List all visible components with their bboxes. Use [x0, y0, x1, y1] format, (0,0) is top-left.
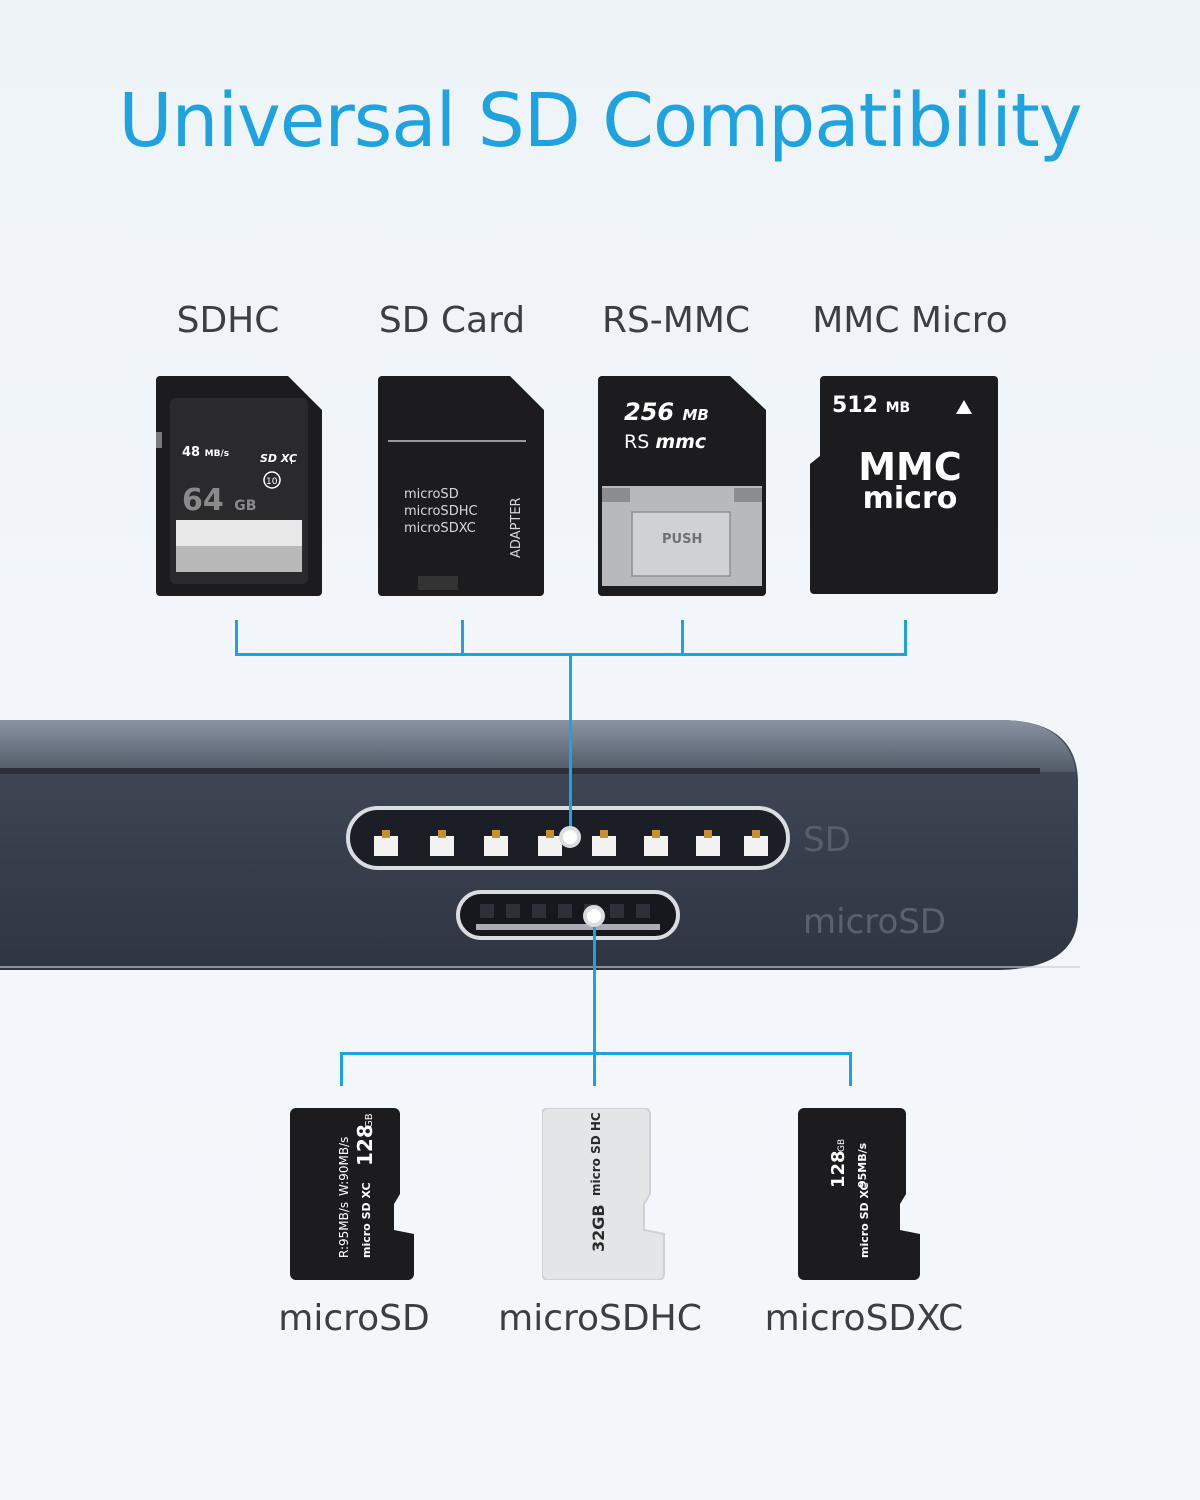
- page-title: Universal SD Compatibility: [118, 78, 1082, 164]
- connector-sd-card: [461, 620, 464, 656]
- mmc-micro-capacity: 512: [832, 393, 878, 418]
- connector-microsd-slot: [593, 916, 596, 1086]
- label-sd-card: SD Card: [378, 300, 526, 341]
- microsdxc-logo: micro SD XC: [858, 1182, 871, 1258]
- sdhc-speed: 48: [182, 445, 200, 460]
- adapter-line-1: microSD: [404, 487, 459, 502]
- svg-text:256 MB: 256 MB: [624, 398, 709, 426]
- sdhc-capacity-unit: GB: [234, 498, 256, 514]
- label-microsd: microSD: [278, 1298, 430, 1339]
- sdhc-uhs: I: [290, 456, 293, 467]
- svg-text:64 GB: 64 GB: [182, 483, 256, 518]
- connector-sd-slot: [569, 653, 572, 837]
- sdhc-speed-unit: MB/s: [205, 449, 229, 459]
- microsdxc-speed: 95MB/s: [856, 1142, 869, 1188]
- svg-text:48 MB/s: 48 MB/s: [182, 445, 229, 460]
- connector-rs-mmc: [681, 620, 684, 656]
- svg-text:RS mmc: RS mmc: [624, 431, 707, 453]
- microsd-capacity: 128: [353, 1124, 377, 1166]
- microsdhc-capacity: 32GB: [589, 1204, 608, 1252]
- connector-sdhc: [235, 620, 238, 656]
- label-mmc-micro: MMC Micro: [812, 300, 1008, 341]
- label-microsdxc: microSDXC: [764, 1298, 964, 1339]
- rs-mmc-capacity: 256: [624, 398, 674, 426]
- microsd-slot-label: microSD: [803, 902, 947, 942]
- microsd-slot[interactable]: [456, 890, 680, 944]
- microsdxc-card-icon: 128 GB 95MB/s micro SD XC: [798, 1108, 924, 1280]
- label-rs-mmc: RS-MMC: [601, 300, 751, 341]
- microsd-card-icon: R:95MB/s W:90MB/s 128 GB micro SD XC: [290, 1108, 418, 1280]
- sdhc-logo: SD XC: [260, 452, 297, 465]
- sd-slot-label: SD: [803, 820, 851, 860]
- microsd-slot-point: [583, 905, 605, 927]
- adapter-vertical-text: ADAPTER: [509, 497, 524, 558]
- mmc-micro-brand-1: MMC: [858, 445, 962, 489]
- microsd-capacity-unit: GB: [364, 1113, 375, 1128]
- connector-mmc-micro: [904, 620, 907, 656]
- microsd-speed-read: R:95MB/s: [337, 1202, 351, 1258]
- microsd-logo: micro SD XC: [360, 1182, 373, 1258]
- microsdhc-logo: micro SD HC: [589, 1112, 603, 1196]
- connector-microsdxc: [849, 1052, 852, 1086]
- microsdhc-card-icon: 32GB micro SD HC: [542, 1108, 668, 1280]
- label-sdhc: SDHC: [176, 300, 280, 341]
- rs-mmc-push: PUSH: [662, 532, 702, 547]
- adapter-line-2: microSDHC: [404, 504, 478, 519]
- sd-adapter-card-icon: microSD microSDHC microSDXC ADAPTER: [378, 376, 544, 596]
- microsdxc-capacity: 128: [828, 1150, 849, 1188]
- rs-mmc-brand-prefix: RS: [624, 431, 649, 453]
- mmc-micro-capacity-unit: MB: [886, 400, 911, 416]
- mmc-micro-brand-2: micro: [863, 481, 958, 516]
- sdhc-class: 10: [266, 477, 278, 487]
- rs-mmc-capacity-unit: MB: [682, 406, 708, 424]
- rs-mmc-card-icon: PUSH 256 MB RS mmc: [598, 376, 766, 596]
- adapter-line-3: microSDXC: [404, 521, 476, 536]
- connector-microsd: [340, 1052, 343, 1086]
- sdhc-capacity: 64: [182, 483, 224, 518]
- label-microsdhc: microSDHC: [498, 1298, 702, 1339]
- sd-slot-point: [559, 826, 581, 848]
- sdhc-card-icon: 48 MB/s SD XC I 10 64 GB: [156, 376, 322, 596]
- microsd-speed-write: W:90MB/s: [337, 1137, 351, 1196]
- microsdxc-capacity-unit: GB: [837, 1139, 847, 1152]
- mmc-micro-card-icon: 512 MB MMC micro: [810, 376, 998, 596]
- svg-text:512 MB: 512 MB: [832, 393, 910, 418]
- rs-mmc-brand-suffix: mmc: [655, 431, 707, 453]
- connector-bottom-bus: [340, 1052, 852, 1055]
